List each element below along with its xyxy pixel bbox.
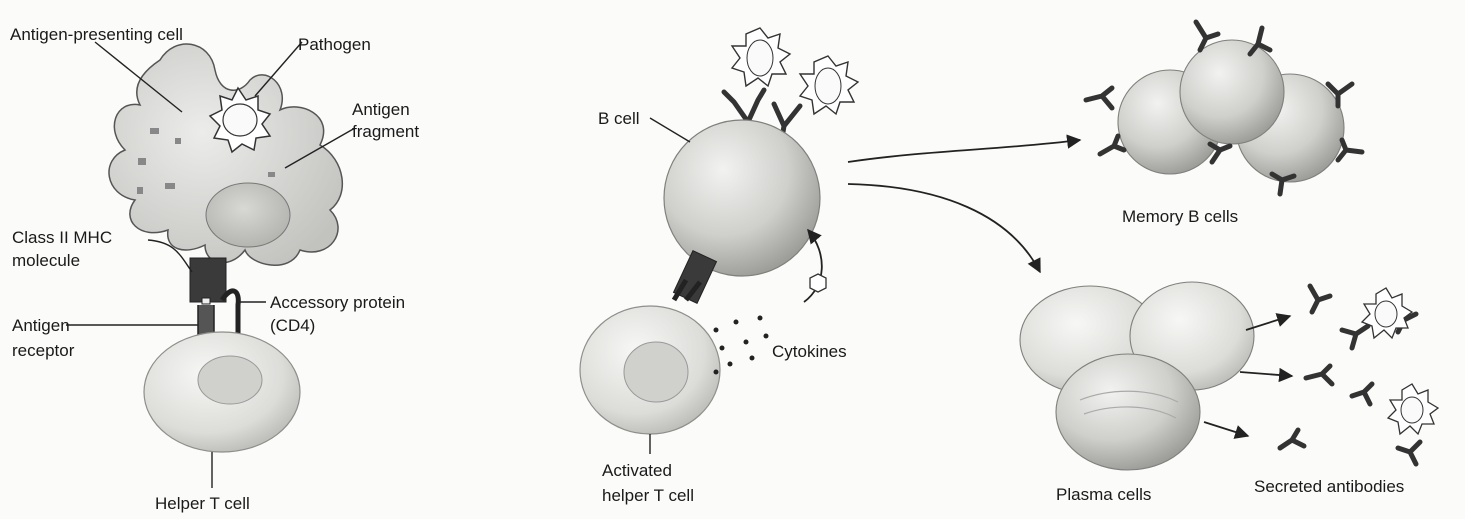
label-memory-b-cells: Memory B cells [1122, 207, 1238, 226]
label-antigen-fragment-line2: fragment [352, 122, 419, 141]
apc-nucleus [206, 183, 290, 247]
antigen-fragment [268, 172, 275, 177]
pathogen-bound-1 [732, 28, 790, 86]
free-pathogen-2 [1388, 384, 1438, 434]
helper-t-nucleus [198, 356, 262, 404]
activated-helper-t-nucleus [624, 342, 688, 402]
label-antigen-fragment-line1: Antigen [352, 100, 410, 119]
label-helper-t-cell: Helper T cell [155, 494, 250, 513]
arrow-secretion-2 [1240, 372, 1292, 376]
antigen-fragment [138, 158, 146, 165]
cytokine-dots [714, 316, 769, 375]
plasma-cell [1056, 354, 1200, 470]
label-pathogen: Pathogen [298, 35, 371, 54]
cytokine-molecule [810, 274, 826, 292]
free-pathogen-1 [1362, 288, 1412, 338]
label-cytokines: Cytokines [772, 342, 847, 361]
label-plasma-cells: Plasma cells [1056, 485, 1151, 504]
antigen-receptor [198, 305, 214, 335]
label-activated-line1: Activated [602, 461, 672, 480]
pathogen-bound-2 [800, 56, 858, 114]
label-receptor-line1: Antigen [12, 316, 70, 335]
antigen-on-mhc [202, 298, 210, 304]
arrow-to-plasma [848, 184, 1040, 272]
arrow-secretion-3 [1204, 422, 1248, 436]
label-b-cell: B cell [598, 109, 640, 128]
antigen-fragment [175, 138, 181, 144]
b-cell [664, 120, 820, 276]
memory-b-cell [1180, 40, 1284, 144]
label-activated-line2: helper T cell [602, 486, 694, 505]
label-mhc-line1: Class II MHC [12, 228, 112, 247]
label-antigen-presenting-cell: Antigen-presenting cell [10, 25, 183, 44]
label-secreted-antibodies: Secreted antibodies [1254, 477, 1404, 496]
arrow-to-memory-b [848, 140, 1080, 162]
leader-b-cell [650, 118, 690, 142]
class-ii-mhc-molecule [190, 258, 226, 302]
label-accessory-line1: Accessory protein [270, 293, 405, 312]
antigen-fragment [150, 128, 159, 134]
b-cell-mhc [673, 251, 716, 304]
label-receptor-line2: receptor [12, 341, 75, 360]
antigen-fragment [165, 183, 175, 189]
antigen-fragment [137, 187, 143, 194]
label-accessory-line2: (CD4) [270, 316, 315, 335]
label-mhc-line2: molecule [12, 251, 80, 270]
